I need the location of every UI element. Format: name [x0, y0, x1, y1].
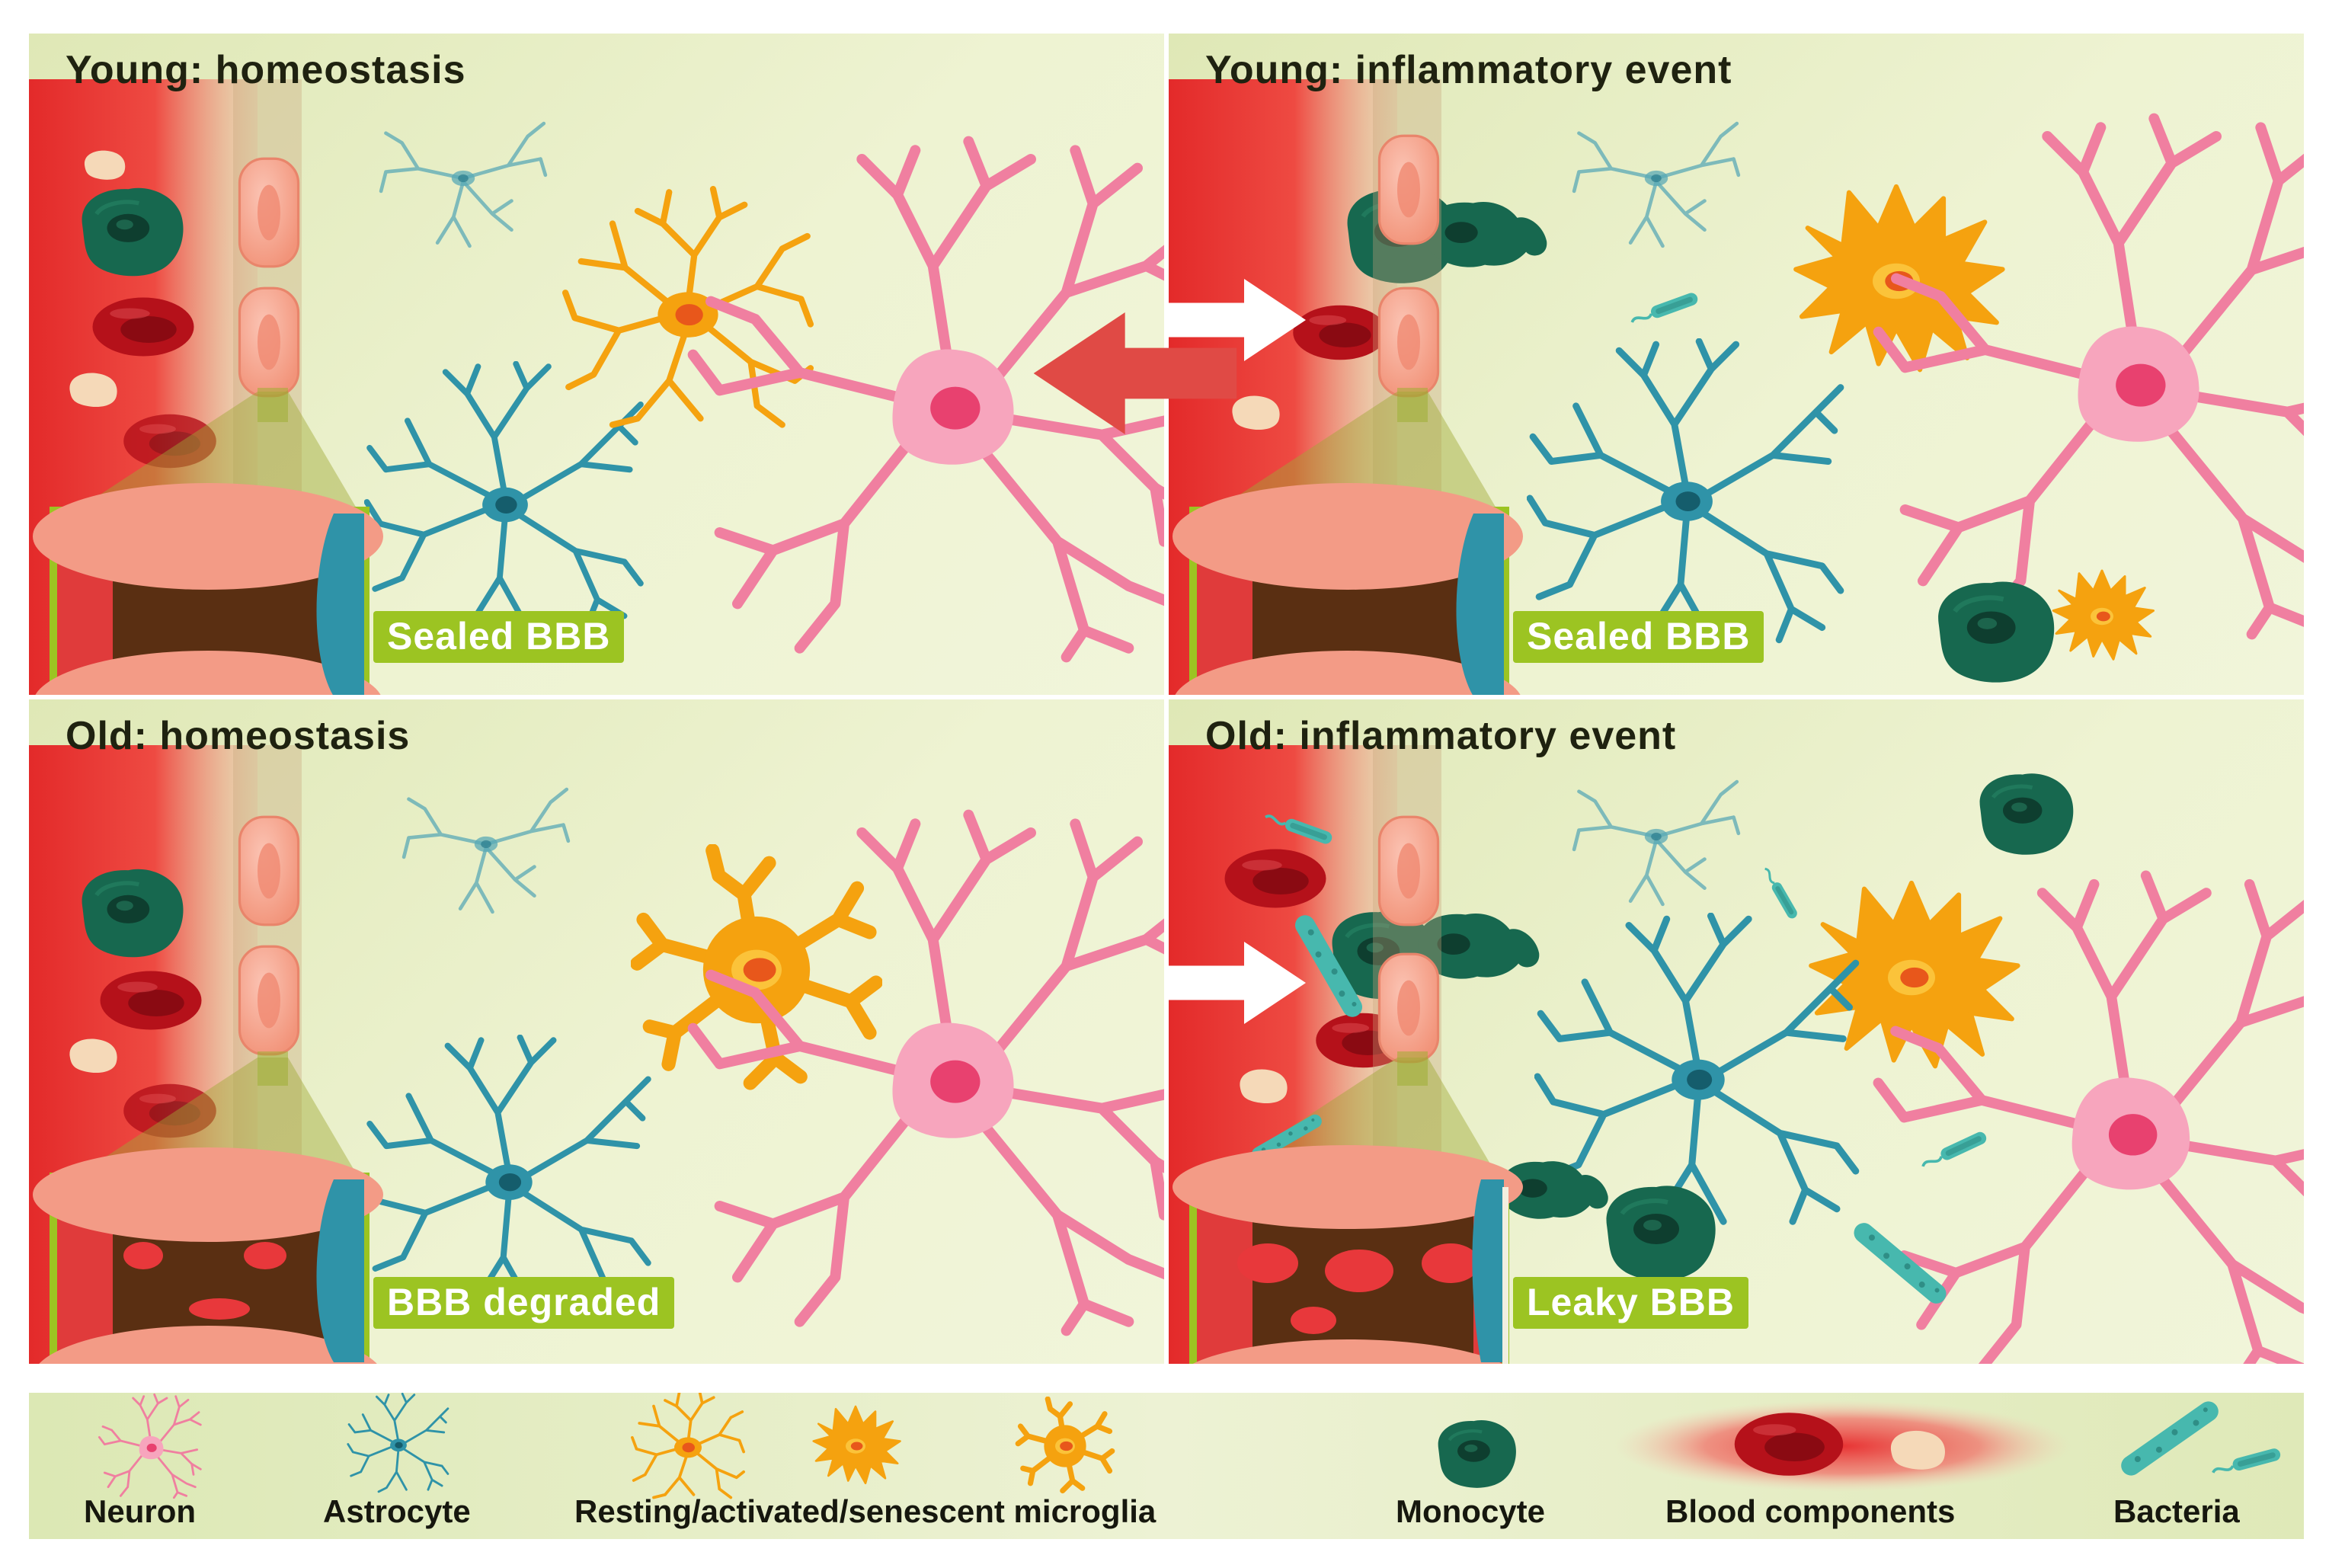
platelet [84, 150, 126, 180]
monocyte [82, 188, 184, 276]
platelet [69, 373, 117, 408]
legend-platelet-icon [1890, 1430, 1945, 1470]
legend-label-microglia: Resting/activated/senescent microglia [574, 1493, 1157, 1529]
monocyte [1980, 773, 2074, 855]
panel-old-inflammatory-art [1169, 745, 2304, 1364]
legend-label-blood: Blood components [1665, 1493, 1956, 1529]
legend-neuron-icon [99, 1394, 200, 1497]
legend-microglia-senescent-icon [1018, 1399, 1112, 1490]
microglia-senescent [637, 850, 876, 1083]
neuron [1879, 119, 2304, 635]
legend-label-bacteria: Bacteria [2113, 1493, 2240, 1529]
panel-old-inflammatory: Old: inflammatory event Leaky BBB [1169, 699, 2304, 1364]
tight-junction-marker [258, 388, 288, 422]
panel-title: Old: inflammatory event [1205, 714, 1677, 758]
legend-monocyte-icon [1438, 1420, 1516, 1488]
legend-label-monocyte: Monocyte [1396, 1493, 1546, 1529]
bbb-status-badge: Sealed BBB [1513, 611, 1764, 663]
endothelial-cell [1377, 134, 1440, 245]
astrocyte-faded [1574, 123, 1739, 246]
monocyte [1938, 582, 2054, 683]
bacterium [1760, 864, 1801, 922]
astrocyte [367, 1038, 648, 1314]
microglia-activated [2052, 569, 2155, 661]
endothelial-cell [238, 157, 300, 268]
bbb-status-badge: Leaky BBB [1513, 1277, 1748, 1329]
monocyte [1607, 1186, 1716, 1280]
legend-label-astrocyte: Astrocyte [323, 1493, 471, 1529]
panel-young-homeostasis-art [29, 79, 1164, 695]
bacterium [1918, 1128, 1990, 1173]
bbb-zoom-inset [1172, 483, 1523, 695]
endothelial-cell [1377, 815, 1440, 926]
platelet [1232, 395, 1280, 430]
legend-label-neuron: Neuron [84, 1493, 196, 1529]
tight-junction-marker [258, 1051, 288, 1086]
legend-microglia-resting-icon [632, 1393, 744, 1498]
astrocyte [1530, 341, 1841, 646]
endothelial-cell [238, 945, 300, 1056]
platelet [69, 1038, 117, 1074]
bbb-zoom-inset [33, 483, 383, 695]
panel-title: Young: inflammatory event [1205, 48, 1732, 92]
panel-title: Old: homeostasis [66, 714, 411, 758]
astrocyte-faded [404, 789, 568, 912]
legend-bacterium-flagellated-icon [2209, 1445, 2283, 1480]
platelet [1240, 1069, 1288, 1104]
legend-red-blood-cell-icon [1734, 1413, 1844, 1476]
arrow-right [1169, 279, 1306, 361]
bbb-zoom-inset [33, 1147, 383, 1364]
panel-old-homeostasis: Old: homeostasis BBB degraded [29, 699, 1164, 1364]
legend: Neuron Astrocyte Resting/activated/senes… [29, 1393, 2304, 1539]
legend-art [29, 1393, 2283, 1539]
tight-junction-marker [1397, 388, 1428, 422]
endothelial-cell [1377, 952, 1440, 1064]
astrocyte-faded [381, 123, 545, 246]
legend-bacterium-rod-icon [2117, 1397, 2222, 1480]
endothelial-cell [1377, 286, 1440, 398]
panel-title: Young: homeostasis [66, 48, 466, 92]
endothelial-cell [238, 815, 300, 926]
monocyte [82, 869, 184, 957]
red-blood-cell [92, 297, 194, 357]
legend-astrocyte-icon [346, 1393, 449, 1493]
monocyte-migrating [1425, 201, 1547, 267]
red-blood-cell [1224, 849, 1326, 908]
astrocyte [367, 364, 641, 632]
bbb-status-badge: Sealed BBB [373, 611, 625, 663]
panel-old-homeostasis-art [29, 745, 1164, 1364]
red-blood-cell [100, 971, 202, 1030]
legend-microglia-activated-icon [812, 1405, 901, 1485]
bacterium [1627, 290, 1701, 328]
panel-young-homeostasis: Young: homeostasis Sealed BBB [29, 34, 1164, 695]
arrow-right [1169, 942, 1306, 1024]
bbb-status-badge: BBB degraded [373, 1277, 675, 1329]
panel-young-inflammatory: Young: inflammatory event Sealed BBB [1169, 34, 2304, 695]
tight-junction-marker [1397, 1051, 1428, 1086]
bbb-zoom-inset [1172, 1145, 1523, 1364]
microglia-resting [565, 189, 811, 424]
astrocyte-faded [1574, 782, 1739, 904]
endothelial-cell [238, 286, 300, 398]
panel-young-inflammatory-art [1169, 79, 2304, 695]
